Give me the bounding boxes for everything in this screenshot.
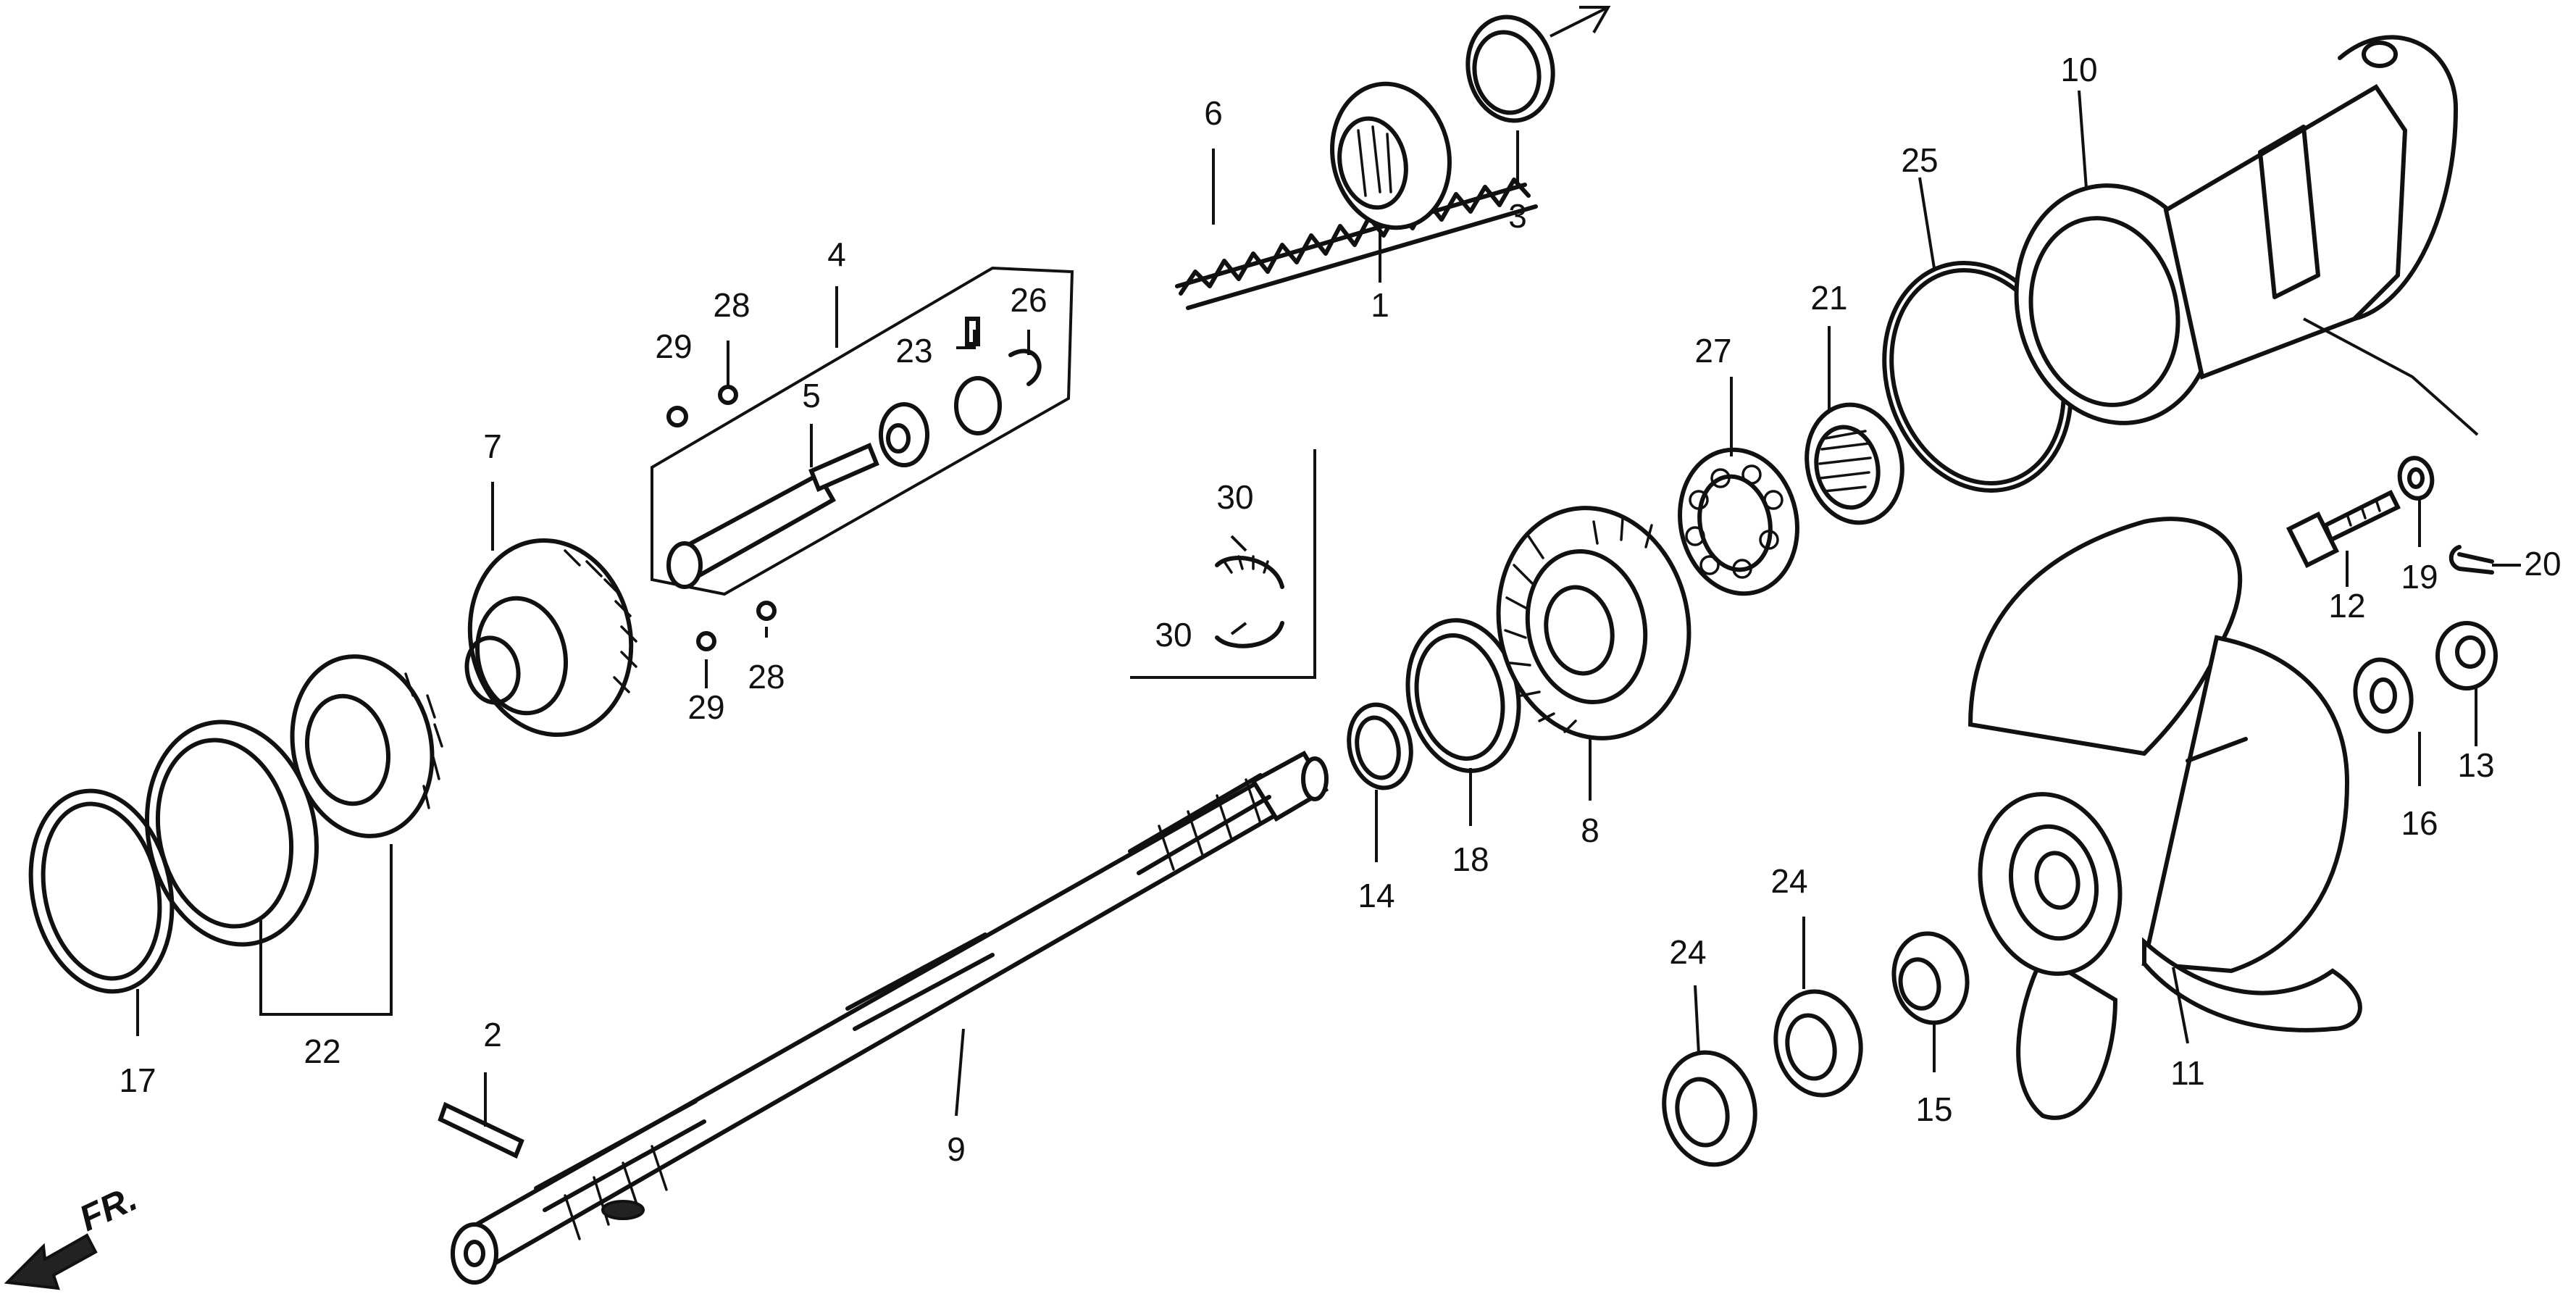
castle-nut-13 [2435,621,2498,690]
callout-23: 23 [895,332,932,370]
callout-16: 16 [2401,804,2438,842]
dog-clutch-1 [1330,81,1452,230]
callout-18: 18 [1452,840,1489,878]
callout-15: 15 [1915,1090,1952,1128]
callout-11: 11 [2170,1054,2205,1092]
tapered-roller-bearing-22 [290,654,443,838]
thrust-spacer-15 [1891,931,1970,1025]
callout-20: 20 [2524,545,2561,583]
propeller-shaft [451,750,1329,1285]
oil-seal-24-upper [1773,989,1863,1098]
ball-bearing-27 [1678,447,1799,596]
callout-28-lower: 28 [748,658,785,696]
callout-19: 19 [2401,558,2438,596]
front-label: FR. [73,1177,143,1239]
callout-26: 26 [1010,281,1047,319]
circlip-detail-30 [1130,449,1316,679]
callout-25: 25 [1901,141,1938,179]
callout-17: 17 [119,1061,156,1099]
shim-14 [1347,702,1413,790]
callout-13: 13 [2457,746,2494,784]
callout-labels: 1 2 3 4 5 6 7 8 9 10 11 12 13 14 15 16 1… [119,51,2561,1168]
callout-14: 14 [1358,877,1394,914]
oil-seal-24-lower [1662,1050,1757,1167]
leader-lines [136,90,2521,1127]
needle-bearing-21 [1805,402,1904,525]
callout-9: 9 [947,1130,966,1168]
callout-24-lower: 24 [1669,933,1706,971]
clutch-spring-6 [1175,178,1538,310]
front-direction-indicator: FR. [4,1177,143,1290]
bolt-12 [2286,489,2401,569]
callout-4: 4 [827,235,846,273]
callout-29-upper: 29 [655,327,692,365]
callout-12: 12 [2328,587,2365,625]
callout-21: 21 [1810,279,1847,317]
callout-28-upper: 28 [713,286,750,324]
callout-30-lower: 30 [1155,616,1192,654]
cotter-pin-20 [2449,545,2494,575]
callout-2: 2 [483,1016,502,1053]
front-arrow-icon [4,1233,98,1290]
callout-3: 3 [1508,197,1527,235]
callout-22: 22 [304,1032,340,1070]
washer-19 [2397,456,2435,501]
bearing-cup-22 [144,719,319,947]
callout-29-lower: 29 [687,688,724,726]
callout-5: 5 [802,377,821,414]
callout-7: 7 [483,427,502,465]
bearing-holder-10 [2014,35,2479,436]
callout-10: 10 [2060,51,2097,88]
washer-16 [2353,657,2414,734]
shift-plunger-group [651,266,1074,651]
propeller-11 [1967,517,2362,1120]
callout-30-upper: 30 [1216,478,1253,516]
reverse-gear-7 [464,538,637,738]
shear-pin [438,1101,524,1159]
callout-24-upper: 24 [1770,862,1807,900]
callout-1: 1 [1371,286,1389,324]
callout-8: 8 [1581,811,1599,849]
retainer-ring-3 [1465,6,1611,123]
forward-gear-8 [1496,506,1691,740]
callout-27: 27 [1694,332,1731,370]
callout-6: 6 [1204,94,1223,132]
